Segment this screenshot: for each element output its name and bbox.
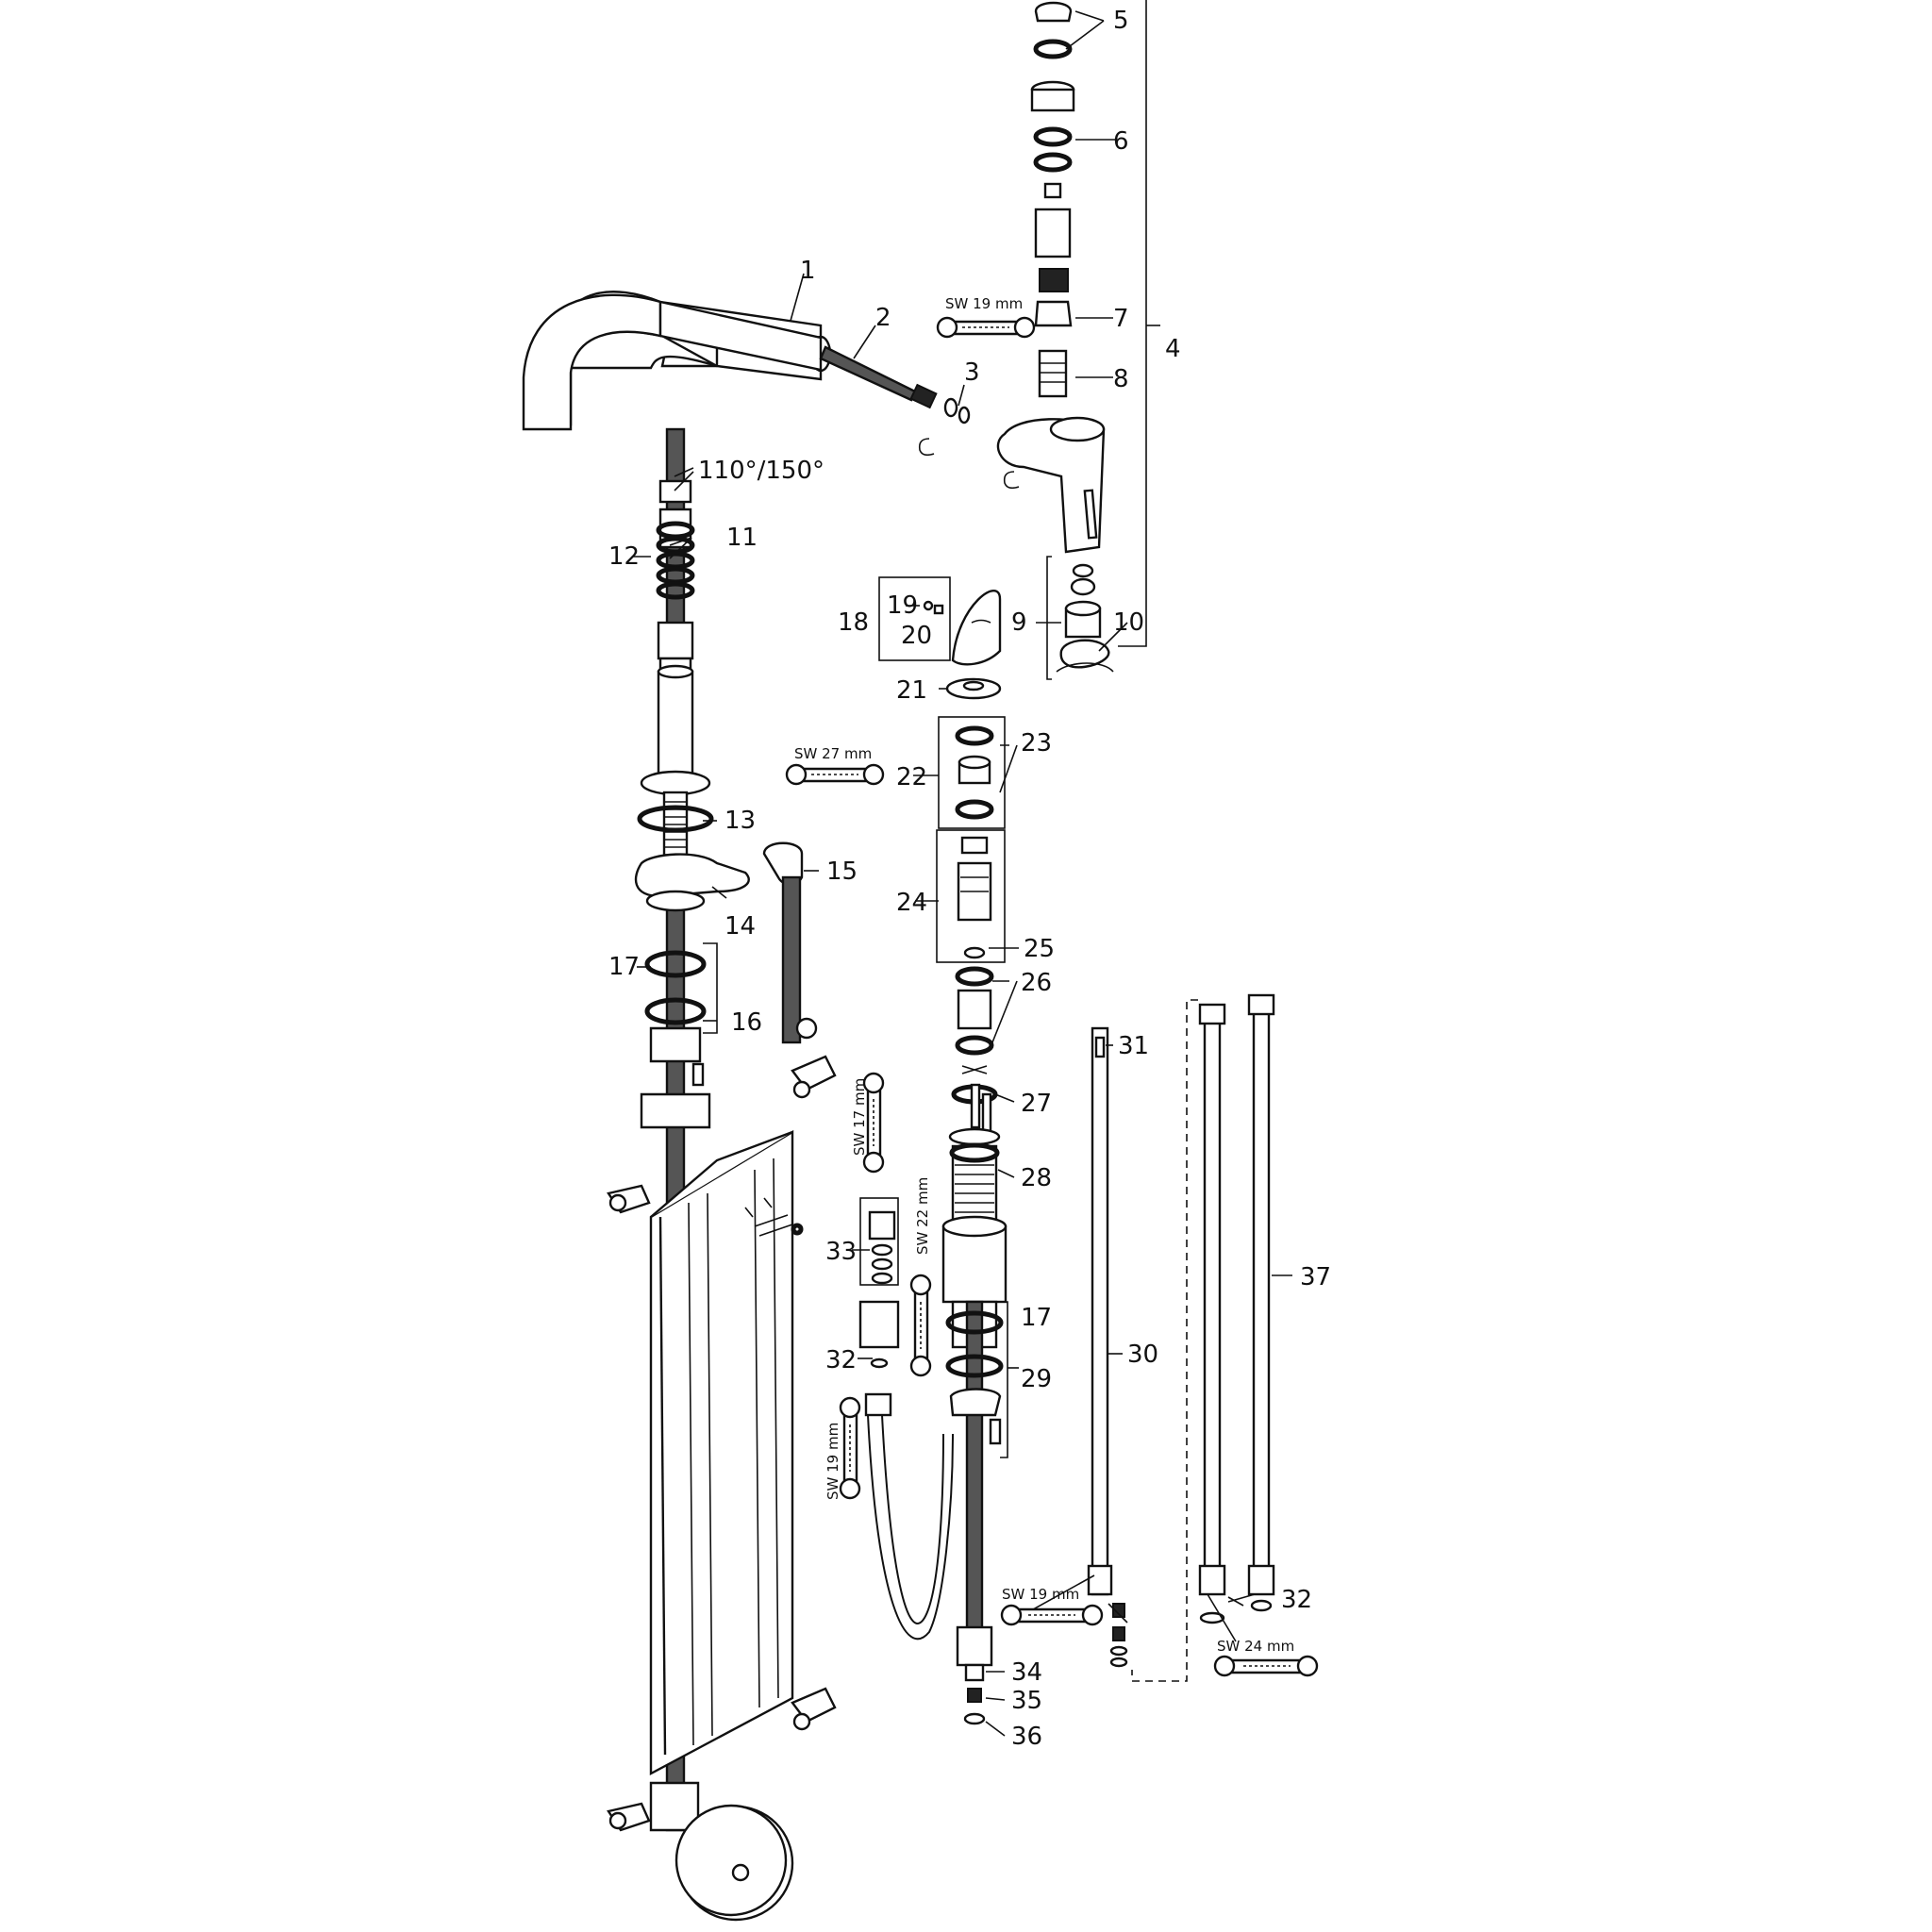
wrench-label-top: SW 19 mm: [945, 295, 1023, 312]
wrench-icon: [785, 763, 885, 786]
label-2: 2: [875, 304, 891, 332]
connection-hoses: [864, 993, 1275, 1668]
rotation-label: 110°/150°: [698, 457, 824, 485]
cartridge-stack: [955, 725, 994, 1074]
label-33: 33: [825, 1238, 857, 1266]
spray-head-assembly: [996, 1, 1114, 673]
wrench-icon: [1000, 1604, 1104, 1626]
label-23: 23: [1021, 729, 1052, 758]
label-30: 30: [1127, 1341, 1158, 1369]
label-5: 5: [1113, 7, 1129, 35]
wrench-icon: [1213, 1655, 1319, 1677]
label-8: 8: [1113, 365, 1129, 393]
lever-handle: [923, 589, 1002, 700]
wrench-icon: [909, 1274, 932, 1377]
spout: [522, 291, 832, 431]
wrench-icon: [862, 1072, 885, 1174]
label-22: 22: [896, 763, 927, 791]
side-support-plate: [649, 1129, 794, 1775]
label-3: 3: [964, 358, 980, 387]
label-20: 20: [901, 622, 932, 650]
part-labels: 1 2 3 4 5 6 7 8 9 10 11 12 13 14 15 16 1…: [608, 7, 1331, 1751]
label-4: 4: [1165, 335, 1181, 363]
wrench-label-27: SW 27 mm: [794, 745, 872, 762]
label-34: 34: [1011, 1658, 1042, 1687]
label-6: 6: [1113, 127, 1129, 156]
wrench-label-24: SW 24 mm: [1217, 1638, 1294, 1655]
label-16: 16: [731, 1008, 762, 1037]
label-31: 31: [1118, 1032, 1149, 1060]
label-27: 27: [1021, 1090, 1052, 1118]
nut-33: [858, 1210, 900, 1369]
label-10: 10: [1113, 608, 1144, 637]
label-26: 26: [1021, 969, 1052, 997]
grouping-frames: [703, 0, 1198, 1682]
label-25: 25: [1024, 935, 1055, 963]
label-17-left: 17: [608, 953, 640, 981]
label-17-right: 17: [1021, 1304, 1052, 1332]
label-1: 1: [800, 257, 816, 285]
pull-out-hose: [819, 345, 971, 457]
label-36: 36: [1011, 1723, 1042, 1751]
wrench-size-labels: SW 19 mm SW 27 mm SW 17 mm SW 22 mm SW 1…: [794, 295, 1294, 1655]
label-9: 9: [1011, 608, 1027, 637]
fixing-bracket-15: [762, 841, 818, 1044]
label-19: 19: [887, 591, 918, 620]
label-14: 14: [724, 912, 756, 941]
label-29: 29: [1021, 1365, 1052, 1393]
wrench-icon: [839, 1396, 861, 1500]
leader-lines: [632, 10, 1292, 1737]
label-11: 11: [726, 524, 758, 552]
label-7: 7: [1113, 305, 1129, 333]
wrench-label-19-bottom: SW 19 mm: [1002, 1586, 1079, 1603]
wrench-label-19-left: SW 19 mm: [824, 1423, 841, 1500]
body-cylinder: [941, 1083, 1008, 1725]
label-18: 18: [838, 608, 869, 637]
wrench-label-17: SW 17 mm: [851, 1078, 868, 1156]
label-13: 13: [724, 807, 756, 835]
label-21: 21: [896, 676, 927, 705]
wrench-icon: [936, 316, 1036, 339]
label-15: 15: [826, 858, 858, 886]
wrench-label-22: SW 22 mm: [914, 1177, 931, 1255]
label-37: 37: [1300, 1263, 1331, 1291]
label-35: 35: [1011, 1687, 1042, 1715]
label-24: 24: [896, 889, 927, 917]
label-32-left: 32: [825, 1346, 857, 1374]
mounting-base-disc: [675, 1804, 794, 1922]
label-12: 12: [608, 542, 640, 571]
clamps: [607, 1055, 837, 1832]
label-28: 28: [1021, 1164, 1052, 1192]
label-32-right: 32: [1281, 1586, 1312, 1614]
